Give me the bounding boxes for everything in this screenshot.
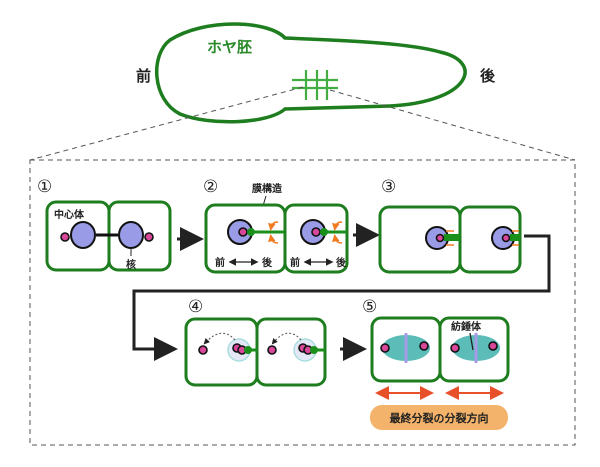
panel-3: ③ [378, 177, 522, 274]
nucleus [118, 221, 144, 249]
axis-anterior: 前 [290, 256, 300, 269]
anterior-label: 前 [136, 67, 151, 85]
connector-arrow [132, 234, 551, 361]
embryo: ホヤ胚 前 後 [29, 22, 576, 161]
centrosome [60, 232, 70, 242]
panel-number: ⑤ [362, 297, 377, 317]
panel-5: ⑤ 紡錘体 最終分裂の分裂方向 [362, 297, 510, 430]
panel-number: ④ [188, 297, 203, 317]
zoom-line-left [29, 86, 304, 161]
axis-posterior: 後 [336, 256, 347, 269]
centrosome [144, 232, 154, 242]
embryo-outline [154, 22, 467, 124]
cell-right-content [300, 219, 347, 245]
caption: 最終分裂の分裂方向 [390, 411, 489, 425]
posterior-label: 後 [479, 67, 496, 85]
zoom-line-right [329, 89, 576, 161]
axis-posterior: 後 [262, 256, 273, 269]
panel-number: ① [37, 177, 52, 197]
panel-4: ④ [184, 297, 327, 387]
membrane-label: 膜構造 [252, 182, 283, 195]
cell-left-content [227, 219, 285, 245]
nucleus-label: 核 [126, 258, 136, 271]
centrosome-label: 中心体 [54, 208, 85, 221]
panel-number: ② [203, 177, 218, 197]
caption-pill [370, 405, 508, 430]
spindle-label: 紡錘体 [451, 320, 482, 333]
panel-number: ③ [381, 177, 396, 197]
embryo-title: ホヤ胚 [207, 38, 252, 56]
axis-anterior: 前 [215, 256, 225, 269]
nucleus [70, 221, 96, 249]
panel-2: ② 膜構造 前 後 前 後 [203, 177, 349, 274]
panel-1: ① 中心体 核 [37, 177, 172, 272]
cell-grid-highlight [292, 70, 338, 100]
detail-box [29, 159, 576, 446]
